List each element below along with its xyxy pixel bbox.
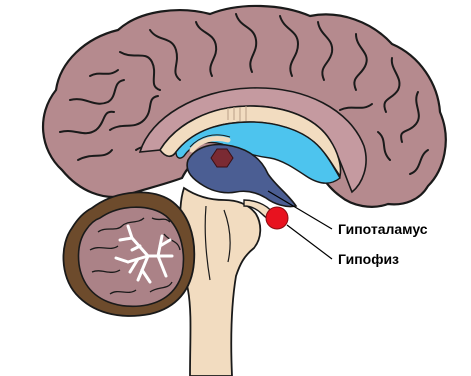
pituitary-leader-line <box>287 225 332 259</box>
pituitary-label: Гипофиз <box>338 251 399 267</box>
hypothalamus-label: Гипоталамус <box>338 221 428 237</box>
brainstem <box>180 188 260 376</box>
pituitary-marker <box>266 207 288 229</box>
